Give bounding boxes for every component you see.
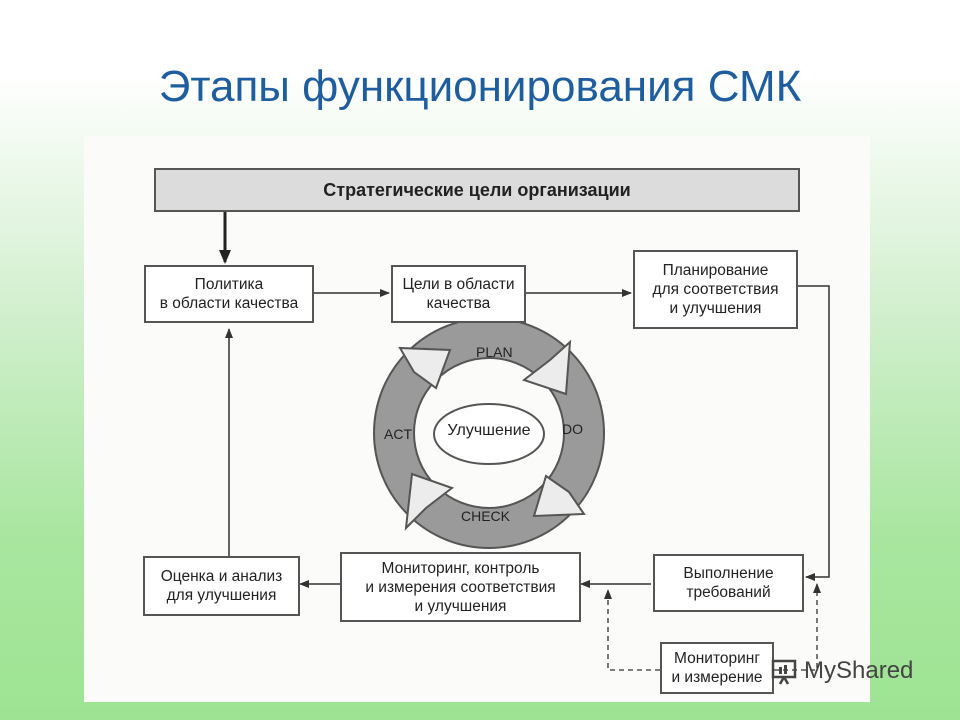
cycle-plan-label: PLAN bbox=[476, 344, 513, 360]
arrow-measurement-to-execution bbox=[774, 583, 821, 671]
watermark: MyShared bbox=[770, 656, 913, 686]
presentation-icon bbox=[770, 656, 800, 686]
plan-arrowhead bbox=[521, 339, 572, 396]
diagram-panel: Стратегические цели организации Политика… bbox=[84, 136, 870, 702]
cycle-check-label: CHECK bbox=[461, 508, 511, 524]
evaluation-box: Оценка и анализ для улучшения bbox=[143, 556, 300, 616]
check-arrowhead bbox=[404, 472, 455, 531]
diagram-connectors bbox=[219, 212, 830, 671]
quality-policy-box: Политика в области качества bbox=[144, 265, 314, 323]
monitoring-measurement-box: Мониторинг и измерение bbox=[660, 642, 774, 694]
monitoring-control-box: Мониторинг, контроль и измерения соответ… bbox=[340, 552, 581, 622]
slide-title: Этапы функционирования СМК bbox=[158, 62, 802, 111]
do-arrowhead bbox=[532, 474, 586, 518]
planning-box: Планирование для соответствия и улучшени… bbox=[633, 250, 798, 329]
act-arrowhead bbox=[398, 346, 452, 390]
cycle-do-label: DO bbox=[562, 421, 583, 437]
arrow-planning-to-execution bbox=[798, 285, 830, 581]
watermark-text: MyShared bbox=[804, 657, 914, 684]
quality-objectives-box: Цели в области качества bbox=[391, 265, 526, 323]
cycle-center-label: Улучшение bbox=[447, 422, 531, 439]
cycle-act-label: ACT bbox=[384, 426, 412, 442]
execution-box: Выполнение требований bbox=[653, 554, 804, 612]
strategic-goals-banner: Стратегические цели организации bbox=[154, 168, 800, 212]
pdca-cycle bbox=[373, 317, 605, 549]
